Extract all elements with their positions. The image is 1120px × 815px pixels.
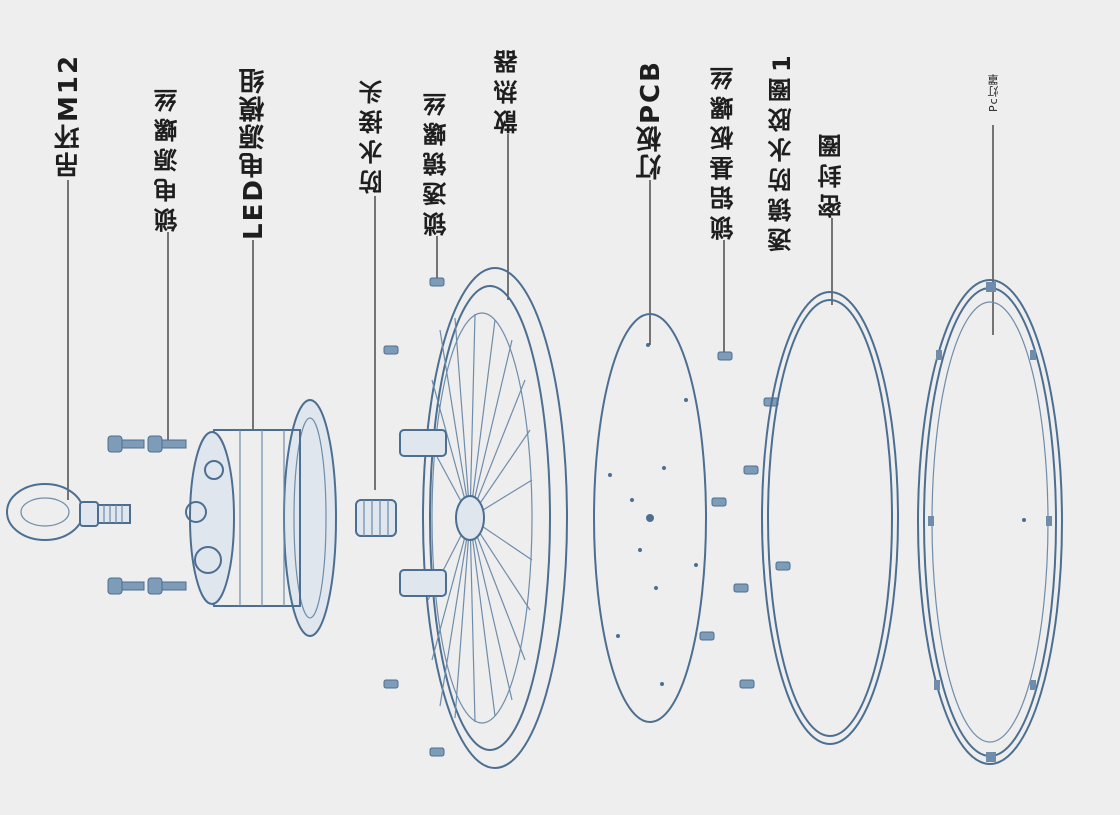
label-lens-gasket: 透镜防水胶圈1 <box>768 49 796 252</box>
label-led-power-module: LED电源模组 <box>239 66 269 240</box>
aluminum-screws <box>699 351 791 689</box>
label-lens-screw: 锁透镜螺丝 <box>423 86 451 236</box>
pcb-drawing <box>593 313 707 723</box>
label-waterproof-connector: 防水接头 <box>359 74 387 194</box>
pc-cover-drawing <box>917 279 1063 765</box>
label-pc-cover: Pc灯罩 <box>987 73 1000 112</box>
eye-bolt-drawing <box>6 483 131 541</box>
connector-drawing <box>355 499 397 537</box>
power-screws <box>107 435 187 595</box>
heatsink-drawing <box>399 267 568 769</box>
label-aluminum-screw: 锁铝基板螺丝 <box>710 60 738 240</box>
label-heatsink: 散热器 <box>494 44 522 134</box>
label-seal-ring: 密封圈 <box>818 128 846 218</box>
label-pcb: 灯板PCB <box>636 60 666 180</box>
leader-lines <box>67 125 994 500</box>
label-eye-bolt: 吊环M12 <box>54 53 84 178</box>
led-power-module-drawing <box>185 399 337 637</box>
seal-ring-drawing <box>761 291 899 745</box>
lens-screws <box>383 277 445 757</box>
label-power-screw: 锁电源螺丝 <box>154 82 182 232</box>
